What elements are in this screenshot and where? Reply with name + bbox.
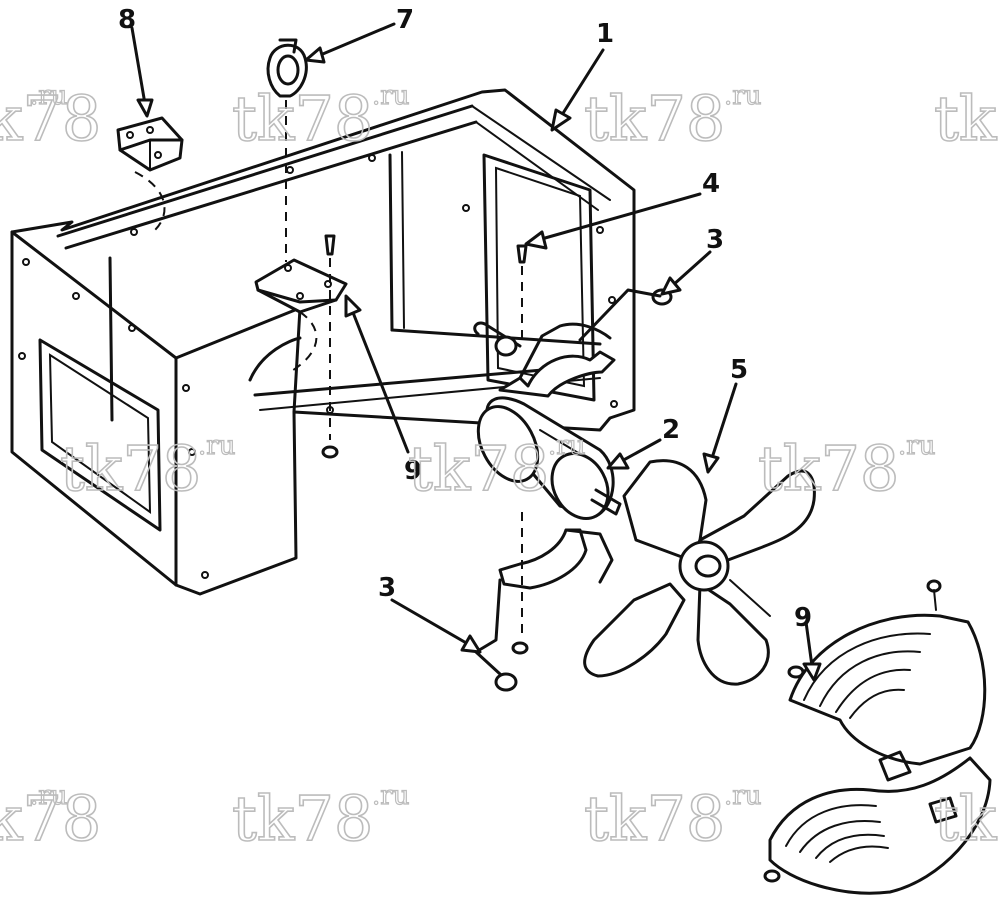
watermark-4: tk78: [933, 81, 1000, 156]
watermark-11: tk78: [933, 781, 1000, 856]
svg-text:tk78: tk78: [934, 782, 1000, 855]
svg-text:.ru: .ru: [724, 81, 761, 111]
svg-text:tk78: tk78: [934, 82, 1000, 155]
watermark-5: tk78.ru: [59, 430, 236, 505]
clip-part-7: [266, 38, 308, 262]
svg-text:tk78: tk78: [60, 432, 201, 505]
callout-2: 2: [662, 415, 680, 445]
svg-text:.ru: .ru: [30, 81, 67, 111]
callout-3-upper: 3: [706, 225, 724, 255]
svg-text:tk78: tk78: [408, 432, 549, 505]
fan-guard-part-9: [763, 579, 992, 895]
svg-text:tk78: tk78: [584, 782, 725, 855]
svg-text:.ru: .ru: [548, 431, 585, 461]
svg-text:tk78: tk78: [232, 782, 373, 855]
watermarks: tk78.ru tk78.ru tk78.ru tk78 tk78.ru tk7…: [0, 80, 1000, 856]
watermark-10: tk78.ru: [583, 780, 762, 855]
svg-text:.ru: .ru: [198, 431, 235, 461]
svg-text:tk78: tk78: [758, 432, 899, 505]
mounting-plate-part-6: [254, 234, 348, 459]
callout-5: 5: [730, 355, 748, 385]
watermark-1: tk78.ru: [0, 80, 102, 155]
callout-7: 7: [396, 5, 414, 35]
svg-text:.ru: .ru: [30, 781, 67, 811]
upper-strap-part-3: [473, 244, 673, 398]
watermark-7: tk78.ru: [757, 430, 936, 505]
svg-text:.ru: .ru: [898, 431, 935, 461]
callout-labels: 1 2 3 3 4 5 6 7 8 9: [118, 5, 812, 633]
callout-3-lower: 3: [378, 573, 396, 603]
callout-6: 6: [404, 453, 422, 483]
watermark-2: tk78.ru: [231, 80, 410, 155]
watermark-8: tk78.ru: [0, 780, 102, 855]
watermark-6: tk78.ru: [407, 430, 586, 505]
svg-text:.ru: .ru: [724, 781, 761, 811]
housing-frame: [10, 88, 636, 596]
svg-text:tk78: tk78: [232, 82, 373, 155]
svg-text:tk78: tk78: [0, 782, 101, 855]
svg-text:tk78: tk78: [584, 82, 725, 155]
callout-8: 8: [118, 5, 136, 35]
lower-strap-part-3: [474, 512, 614, 692]
callout-9: 9: [794, 603, 812, 633]
watermark-9: tk78.ru: [231, 780, 410, 855]
svg-text:.ru: .ru: [372, 781, 409, 811]
svg-text:tk78: tk78: [0, 82, 101, 155]
callout-1: 1: [596, 19, 614, 49]
watermark-3: tk78.ru: [583, 80, 762, 155]
svg-text:.ru: .ru: [372, 81, 409, 111]
callout-4: 4: [702, 169, 720, 199]
motor-part-2: [476, 396, 622, 520]
callout-arrows: [130, 22, 822, 682]
angle-bracket-part-8: [116, 116, 184, 231]
fan-blade-part-5: [583, 459, 816, 686]
